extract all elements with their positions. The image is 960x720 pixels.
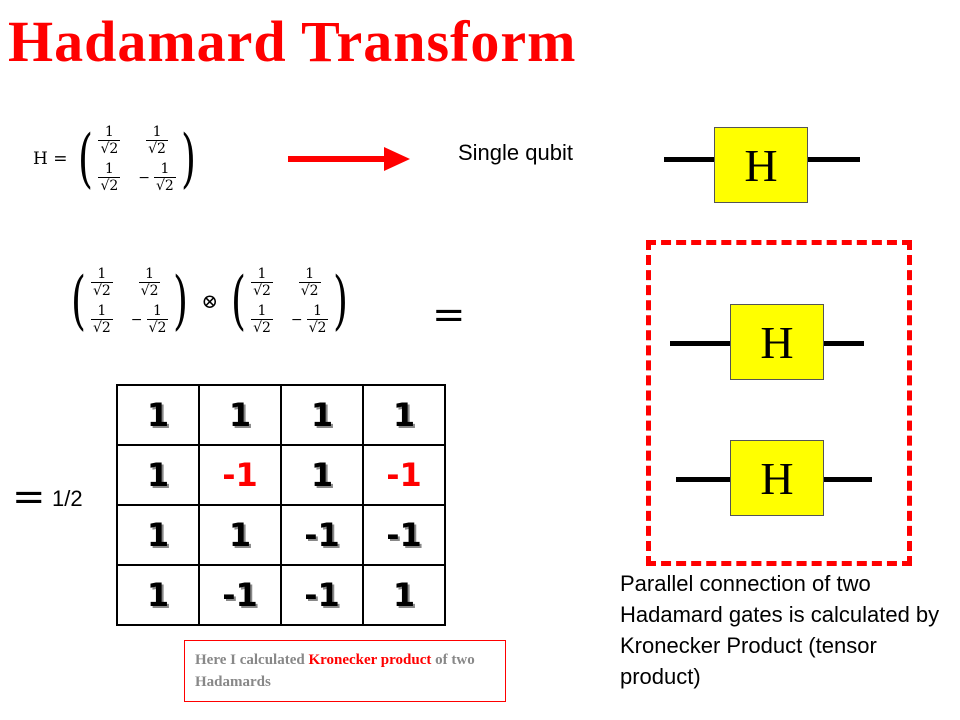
left-paren: ( <box>70 264 86 338</box>
calculation-note: Here I calculated Kronecker product of t… <box>184 640 506 702</box>
table-cell: -1 <box>362 504 446 566</box>
note-suffix: of two Hadamards <box>195 652 475 690</box>
matrix-cell: −1√2 <box>290 303 329 336</box>
table-cell: 1 <box>362 384 446 446</box>
matrix-cell: 1√2 <box>90 303 113 336</box>
otimes-symbol: ⊗ <box>201 289 219 313</box>
table-cell: 1 <box>116 504 200 566</box>
table-row: 1 1 1 1 <box>116 384 446 446</box>
half-factor: 1/2 <box>52 486 83 511</box>
page-title: Hadamard Transform <box>8 9 577 74</box>
table-cell: 1 <box>116 444 200 506</box>
table-cell: 1 <box>280 444 364 506</box>
hadamard-gate-bottom: H <box>730 440 824 516</box>
table-cell: 1 <box>198 384 282 446</box>
arrow-icon <box>288 147 410 171</box>
hadamard-gate: H <box>714 127 808 203</box>
table-cell: 1 <box>280 384 364 446</box>
table-row: 1 -1 -1 1 <box>116 564 446 626</box>
left-paren: ( <box>231 264 247 338</box>
table-cell: 1 <box>116 564 200 626</box>
matrix-cell: 1√2 <box>98 161 121 194</box>
matrix-cell: 1√2 <box>298 266 321 299</box>
right-paren: ) <box>180 122 196 196</box>
tensor-product-expression: ( 1√2 1√2 1√2 −1√2 ) ⊗ ( 1√2 1√2 1√2 −1√… <box>66 266 353 336</box>
kronecker-result-matrix: 1 1 1 1 1 -1 1 -1 1 1 -1 -1 1 -1 -1 1 <box>116 384 446 626</box>
matrix-cell: 1√2 <box>146 124 168 157</box>
table-cell: 1 <box>362 564 446 626</box>
table-cell: 1 <box>198 504 282 566</box>
table-cell: -1 <box>362 444 446 506</box>
matrix-cell: 1√2 <box>98 124 121 157</box>
table-cell: -1 <box>280 564 364 626</box>
right-paren: ) <box>333 264 349 338</box>
matrix-cell: −1√2 <box>130 303 169 336</box>
matrix-cell: 1√2 <box>90 266 113 299</box>
equals-sign: = <box>432 292 466 338</box>
right-paren: ) <box>173 264 189 338</box>
hadamard-matrix: 1√2 1√2 1√2 −1√2 <box>251 266 329 336</box>
hadamard-gate-top: H <box>730 304 824 380</box>
left-paren: ( <box>78 122 94 196</box>
table-cell: -1 <box>198 564 282 626</box>
note-highlight: Kronecker product <box>308 652 432 668</box>
table-row: 1 1 -1 -1 <box>116 504 446 566</box>
matrix-cell: 1√2 <box>138 266 161 299</box>
hadamard-definition: H = ( 1√2 1√2 1√2 −1√2 ) <box>33 124 201 194</box>
note-prefix: Here I calculated <box>195 652 309 668</box>
parallel-connection-description: Parallel connection of two Hadamard gate… <box>620 571 940 689</box>
table-cell: 1 <box>116 384 200 446</box>
hadamard-matrix: 1√2 1√2 1√2 −1√2 <box>98 124 176 194</box>
h-equals-label: H = <box>33 149 68 169</box>
parallel-gates-box <box>646 240 912 566</box>
matrix-cell: 1√2 <box>251 266 273 299</box>
matrix-cell: 1√2 <box>251 303 273 336</box>
equals-sign: = <box>12 474 46 520</box>
single-qubit-label: Single qubit <box>458 140 573 165</box>
table-cell: -1 <box>280 504 364 566</box>
matrix-cell: −1√2 <box>138 161 176 194</box>
hadamard-matrix: 1√2 1√2 1√2 −1√2 <box>90 266 169 336</box>
table-row: 1 -1 1 -1 <box>116 444 446 506</box>
table-cell: -1 <box>198 444 282 506</box>
